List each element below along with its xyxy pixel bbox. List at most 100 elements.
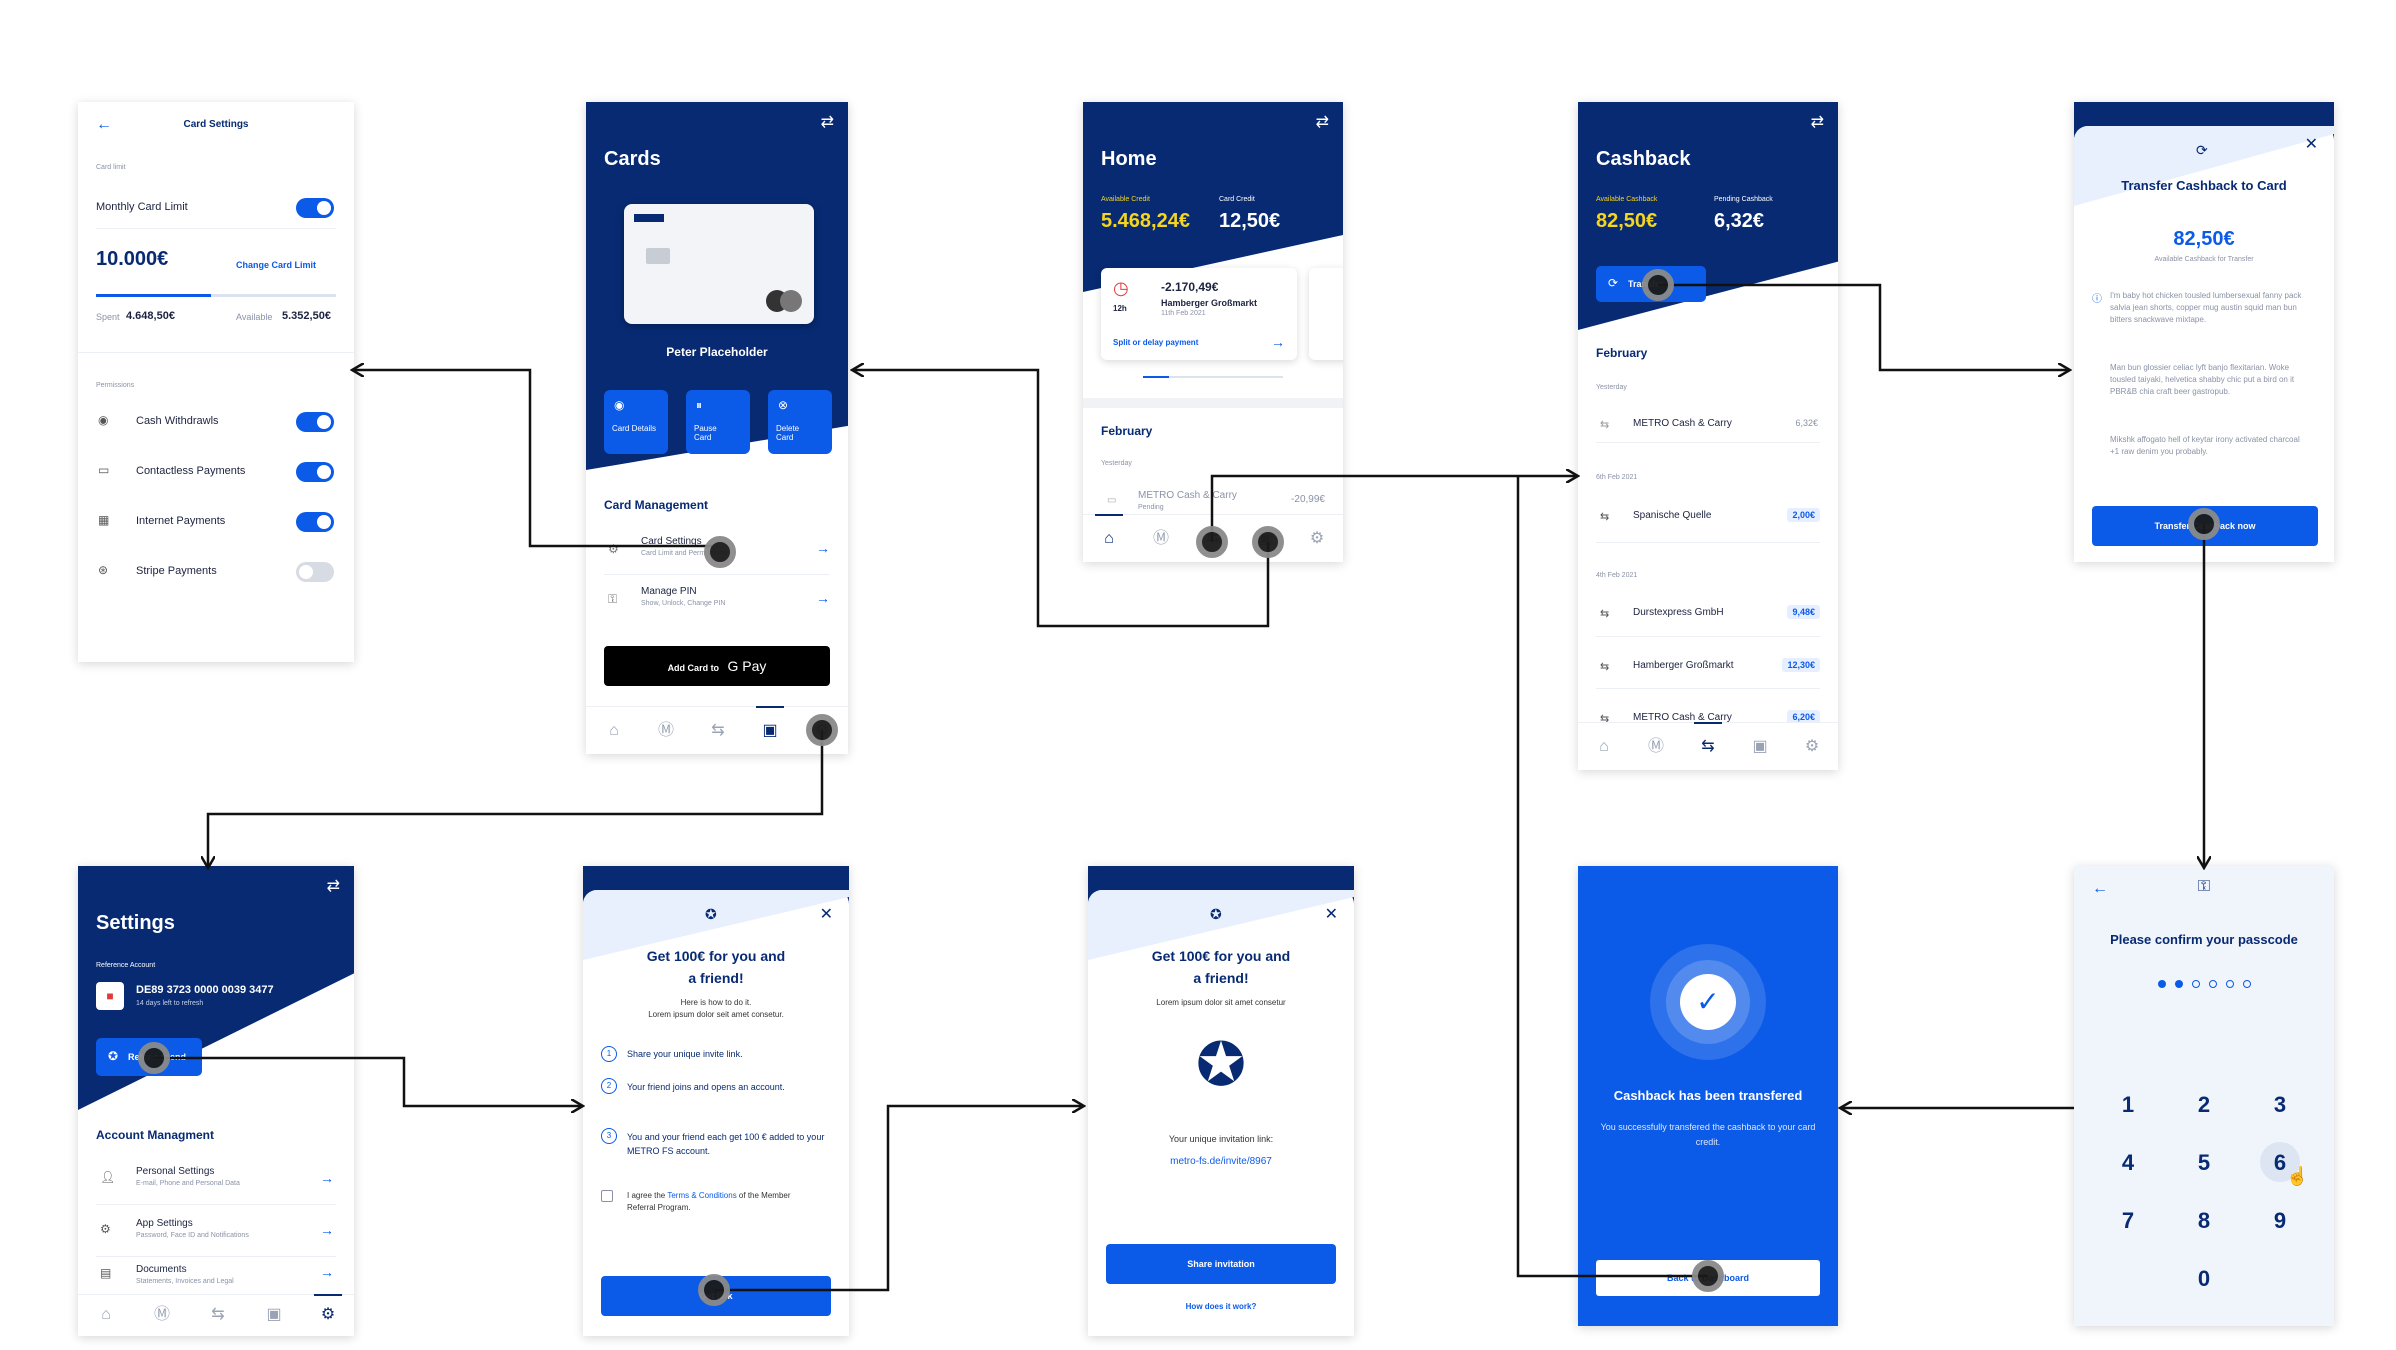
invite-link[interactable]: metro-fs.de/invite/8967 bbox=[1170, 1156, 1272, 1167]
tap-indicator bbox=[1642, 269, 1674, 301]
notification-icon[interactable]: ⇄ bbox=[1315, 114, 1329, 131]
key-1[interactable]: 1 bbox=[2121, 1092, 2135, 1117]
how-it-works-link[interactable]: How does it work? bbox=[1185, 1302, 1257, 1311]
monthly-limit-toggle[interactable] bbox=[296, 198, 334, 218]
page-title: Settings bbox=[96, 912, 175, 934]
metro-icon[interactable]: Ⓜ bbox=[1647, 738, 1664, 755]
internet-icon: ▦ bbox=[98, 513, 110, 527]
key-8[interactable]: 8 bbox=[2197, 1208, 2211, 1233]
back-arrow-icon[interactable]: ← bbox=[2092, 880, 2108, 897]
settings-icon[interactable]: ⚙ bbox=[320, 1306, 336, 1323]
change-limit-link[interactable]: Change Card Limit bbox=[236, 260, 317, 270]
key-2[interactable]: 2 bbox=[2197, 1092, 2211, 1117]
key-7[interactable]: 7 bbox=[2121, 1208, 2135, 1233]
cards-icon[interactable]: ▣ bbox=[762, 722, 778, 739]
tab-bar: ⌂ Ⓜ ⇆ ▣ ⚙ bbox=[1578, 722, 1838, 770]
award-badge-icon: ✪ bbox=[1195, 1031, 1247, 1098]
add-to-gpay-button[interactable]: Add Card to G Pay bbox=[604, 646, 830, 686]
close-icon[interactable]: ✕ bbox=[819, 906, 833, 923]
arrow-right-icon: → bbox=[320, 1264, 334, 1280]
transaction-card-peek[interactable] bbox=[1309, 268, 1343, 360]
home-icon[interactable]: ⌂ bbox=[101, 1306, 111, 1323]
key-5[interactable]: 5 bbox=[2197, 1150, 2211, 1175]
modal-sheet bbox=[2074, 126, 2334, 562]
passcode-dots bbox=[2158, 980, 2258, 990]
close-icon[interactable]: ✕ bbox=[1324, 906, 1338, 923]
metro-icon[interactable]: Ⓜ bbox=[153, 1306, 170, 1323]
stripe-icon: ⊛ bbox=[98, 563, 109, 577]
document-icon: ▤ bbox=[100, 1266, 112, 1280]
arrow-right-icon: → bbox=[320, 1222, 334, 1238]
stripe-toggle[interactable] bbox=[296, 562, 334, 582]
arrow-right-icon: → bbox=[320, 1170, 334, 1186]
notification-icon[interactable]: ⇄ bbox=[326, 878, 340, 895]
card-details-button[interactable]: ◉ Card Details bbox=[604, 390, 668, 454]
gear-icon: ⚙ bbox=[608, 542, 619, 556]
cashback-screen: ⇄ Cashback Available Cashback 82,50€ Pen… bbox=[1578, 102, 1838, 770]
notification-icon[interactable]: ⇄ bbox=[820, 114, 834, 131]
limit-value: 10.000€ bbox=[96, 248, 169, 270]
home-icon[interactable]: ⌂ bbox=[609, 722, 619, 739]
check-icon: ✓ bbox=[1680, 974, 1736, 1030]
home-icon[interactable]: ⌂ bbox=[1599, 738, 1609, 755]
limit-progress bbox=[96, 294, 336, 297]
award-icon: ✪ bbox=[705, 906, 717, 922]
metro-icon[interactable]: Ⓜ bbox=[657, 722, 674, 739]
metro-icon[interactable]: Ⓜ bbox=[1152, 530, 1169, 547]
key-6[interactable]: 6 bbox=[2273, 1150, 2287, 1175]
share-invitation-button[interactable]: Share invitation bbox=[1106, 1244, 1336, 1284]
carousel-indicator bbox=[1143, 376, 1283, 378]
key-0[interactable]: 0 bbox=[2197, 1266, 2211, 1291]
eye-icon: ◉ bbox=[614, 398, 625, 412]
internet-toggle[interactable] bbox=[296, 512, 334, 532]
key-3[interactable]: 3 bbox=[2273, 1092, 2287, 1117]
available-label: Available bbox=[236, 312, 273, 322]
hand-pointer-icon: ☝ bbox=[2286, 1166, 2309, 1186]
home-icon[interactable]: ⌂ bbox=[1104, 530, 1114, 547]
pause-card-button[interactable]: ⏸ Pause Card bbox=[686, 390, 750, 454]
available-value: 5.352,50€ bbox=[282, 310, 331, 322]
tap-indicator bbox=[1252, 526, 1284, 558]
back-arrow-icon[interactable]: ← bbox=[96, 116, 112, 133]
cashback-icon: ⇆ bbox=[1600, 419, 1610, 431]
card-holder: Peter Placeholder bbox=[666, 345, 768, 359]
cashback-icon[interactable]: ⇆ bbox=[1701, 738, 1715, 755]
personal-settings-item[interactable]: 👤︎ Personal Settings E-mail, Phone and P… bbox=[100, 1166, 334, 1187]
key-4[interactable]: 4 bbox=[2121, 1150, 2135, 1175]
key-icon: ⚿ bbox=[608, 592, 618, 606]
cards-icon[interactable]: ▣ bbox=[266, 1306, 282, 1323]
info-icon: ⓘ bbox=[2092, 294, 2102, 305]
success-screen: ✓ Cashback has been transfered You succe… bbox=[1578, 866, 1838, 1326]
section-label: Card limit bbox=[96, 164, 126, 171]
tap-indicator bbox=[704, 536, 736, 568]
user-icon: 👤︎ bbox=[100, 1170, 116, 1184]
cashback-icon: ⇆ bbox=[1600, 661, 1610, 673]
cashback-icon[interactable]: ⇆ bbox=[211, 1306, 225, 1323]
documents-item[interactable]: ▤ Documents Statements, Invoices and Leg… bbox=[100, 1264, 334, 1285]
tap-indicator bbox=[806, 714, 838, 746]
spent-label: Spent bbox=[96, 312, 120, 322]
page-title: Cashback bbox=[1596, 148, 1691, 170]
notification-icon[interactable]: ⇄ bbox=[1810, 114, 1824, 131]
settings-icon[interactable]: ⚙ bbox=[1804, 738, 1820, 755]
cashback-icon[interactable]: ⇆ bbox=[711, 722, 725, 739]
delete-card-button[interactable]: ⊗ Delete Card bbox=[768, 390, 832, 454]
manage-pin-item[interactable]: ⚿ Manage PIN Show, Unlock, Change PIN → bbox=[608, 586, 830, 607]
card-image bbox=[624, 204, 814, 324]
transaction-card[interactable]: ◷ 12h -2.170,49€ Hamberger Großmarkt 11t… bbox=[1101, 268, 1297, 360]
app-settings-item[interactable]: ⚙ App Settings Password, Face ID and Not… bbox=[100, 1218, 334, 1239]
permissions-label: Permissions bbox=[96, 382, 135, 389]
close-icon[interactable]: ✕ bbox=[2304, 136, 2318, 153]
cash-withdrawls-toggle[interactable] bbox=[296, 412, 334, 432]
passcode-screen: ← ⚿ Please confirm your passcode 1 2 3 4… bbox=[2074, 866, 2334, 1326]
refresh-icon[interactable]: ⟳ bbox=[322, 988, 336, 1005]
key-9[interactable]: 9 bbox=[2273, 1208, 2287, 1233]
step-number: 3 bbox=[601, 1128, 617, 1144]
contactless-toggle[interactable] bbox=[296, 462, 334, 482]
invite-modal-screen: ✪ ✕ Get 100€ for you and a friend! Lorem… bbox=[1088, 866, 1354, 1336]
page-title: Cards bbox=[604, 148, 661, 170]
card-icon: ▭ bbox=[1107, 495, 1117, 506]
settings-icon[interactable]: ⚙ bbox=[1309, 530, 1325, 547]
cards-icon[interactable]: ▣ bbox=[1752, 738, 1768, 755]
terms-checkbox[interactable] bbox=[601, 1190, 613, 1202]
